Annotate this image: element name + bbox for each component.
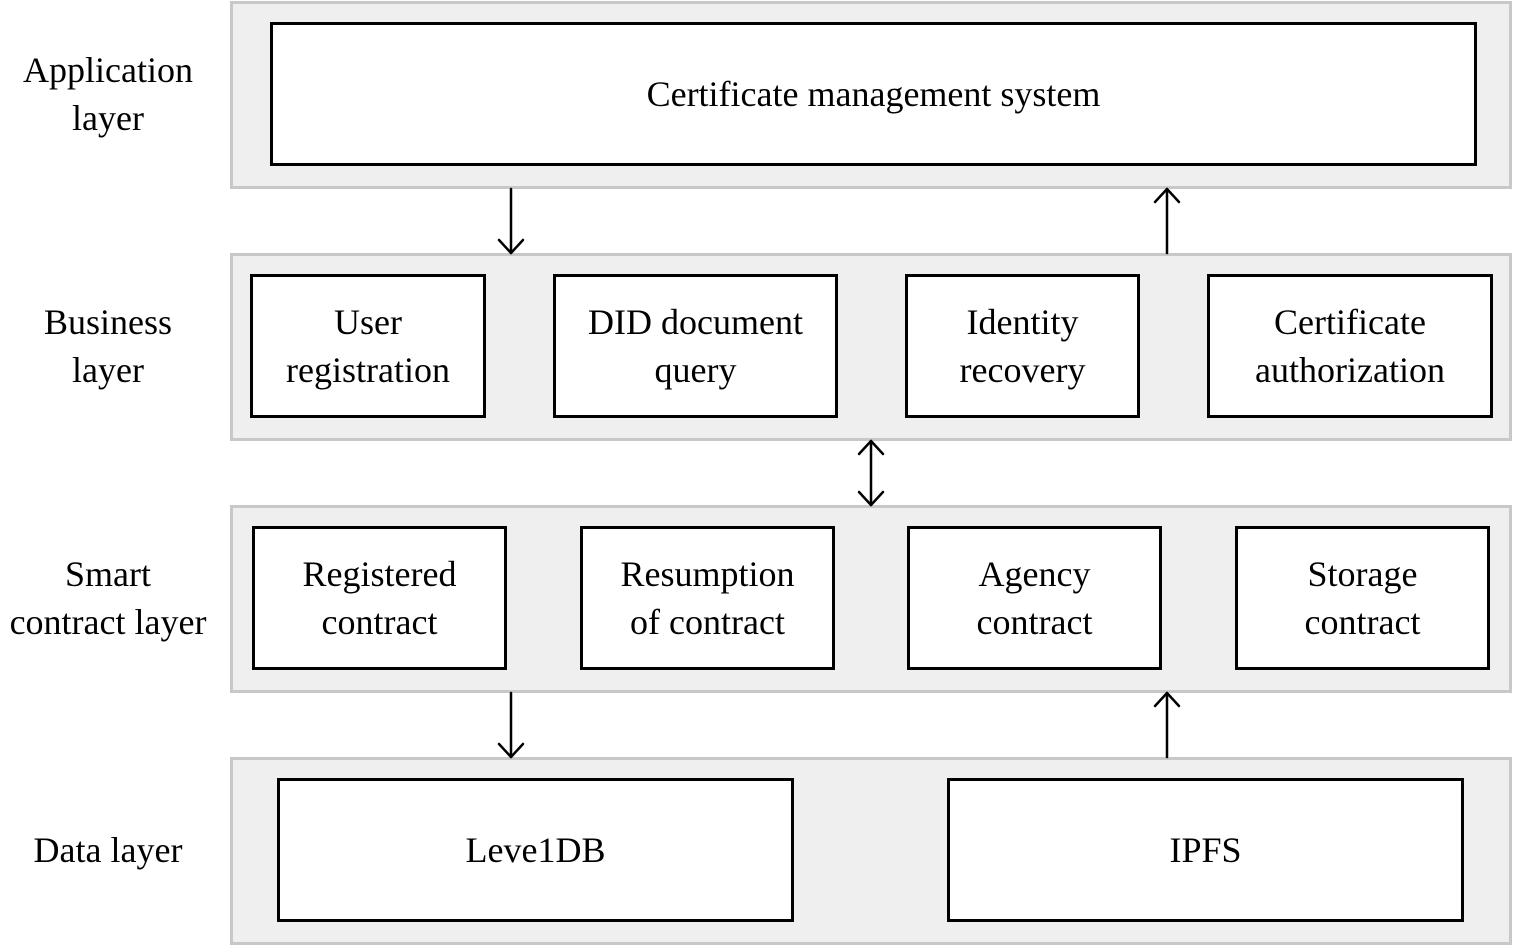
resumption-of-contract-box: Resumption of contract <box>580 526 835 670</box>
user-registration-box: User registration <box>250 274 486 418</box>
module-label: Agency contract <box>976 554 1093 642</box>
arrow-application-to-business <box>497 187 525 255</box>
arrow-smart-contract-to-data <box>497 691 525 759</box>
module-label: Storage contract <box>1304 554 1421 642</box>
module-label: Leve1DB <box>465 830 606 870</box>
ipfs-box: IPFS <box>947 778 1464 922</box>
module-label: Certificate authorization <box>1255 302 1445 390</box>
agency-contract-box: Agency contract <box>907 526 1162 670</box>
certificate-authorization-box: Certificate authorization <box>1207 274 1493 418</box>
data-layer-label: Data layer <box>33 830 183 870</box>
leveldb-box: Leve1DB <box>277 778 794 922</box>
module-label: Registered contract <box>302 554 457 642</box>
module-label: Identity recovery <box>959 302 1086 390</box>
business-layer-label: Business layer <box>43 302 173 390</box>
module-label: Resumption of contract <box>620 554 795 642</box>
module-label: DID document query <box>588 302 803 390</box>
module-label: Certificate management system <box>646 74 1101 114</box>
module-label: IPFS <box>1169 830 1242 870</box>
did-document-query-box: DID document query <box>553 274 838 418</box>
arrow-business-smart-contract-bidirectional <box>857 439 885 507</box>
smart-contract-layer-label: Smart contract layer <box>9 554 207 642</box>
storage-contract-box: Storage contract <box>1235 526 1490 670</box>
arrow-data-to-smart-contract <box>1153 691 1181 759</box>
application-layer-label: Application layer <box>23 50 193 138</box>
module-label: User registration <box>286 302 450 390</box>
registered-contract-box: Registered contract <box>252 526 507 670</box>
arrow-business-to-application <box>1153 187 1181 255</box>
identity-recovery-box: Identity recovery <box>905 274 1140 418</box>
certificate-management-system-box: Certificate management system <box>270 22 1477 166</box>
